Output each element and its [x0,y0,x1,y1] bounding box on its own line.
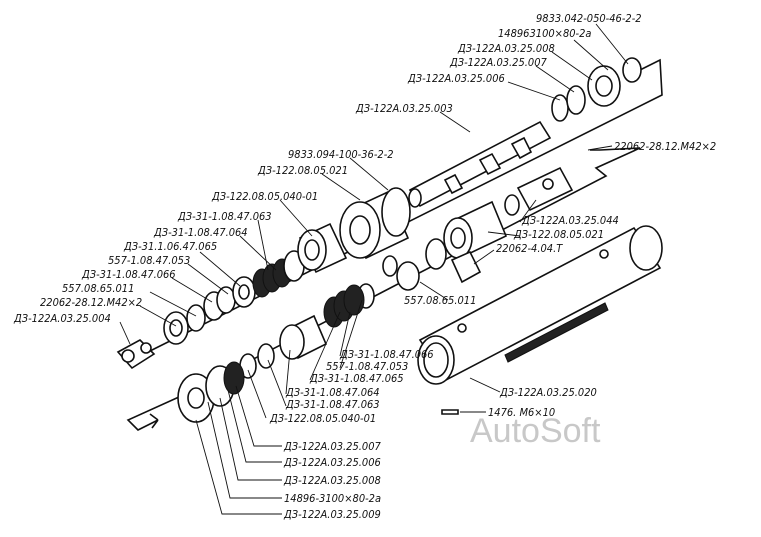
label-5: ДЗ-122А.03.25.006 [407,72,505,85]
lower-seal-rings [239,343,275,379]
label-17: 22062-28.12.М42×2 [40,296,142,309]
label-32: ДЗ-122А.03.25.006 [283,456,381,469]
piston [587,57,642,107]
label-16: 557.08.65.011 [62,282,134,295]
label-13: ДЗ-31.1.06.47.065 [123,240,217,253]
label-29: ДЗ-122А.03.25.020 [499,386,597,399]
label-3: ДЗ-122А.03.25.008 [457,42,555,55]
lock-nut-m42 [163,311,189,345]
label-10: ДЗ-122.08.05.040-01 [211,190,318,203]
seal-ring-group-1 [203,276,256,321]
part-labels: 9833.042-050-46-2-2 148963100×80-2а ДЗ-1… [13,12,716,521]
watermark: AutoSoft [470,412,601,450]
label-34: 14896-3100×80-2а [284,492,381,505]
label-15: ДЗ-31-1.08.47.066 [81,268,176,281]
label-26: ДЗ-31-1.08.47.064 [285,386,380,399]
label-19: ДЗ-122А.03.25.044 [521,214,619,227]
clevis-bracket [504,166,574,216]
label-6: ДЗ-122А.03.25.003 [355,102,453,115]
chevron-seal-stack-2 [323,284,365,328]
label-12: ДЗ-31-1.08.47.064 [153,226,248,239]
washer-557 [186,304,206,332]
label-23: ДЗ-31-1.08.47.066 [339,348,434,361]
rod-end-head [443,200,508,259]
guide-bushing [297,222,348,274]
label-7: 22062-28.12.М42×2 [614,140,716,153]
label-30: 1476. М6×10 [488,406,555,419]
label-21: 22062-4.04.Т [496,242,563,255]
chevron-seal-stack [252,250,305,298]
label-8: 9833.094-100-36-2-2 [288,148,394,161]
label-11: ДЗ-31-1.08.47.063 [177,210,272,223]
label-33: ДЗ-122А.03.25.008 [283,474,381,487]
label-2: 148963100×80-2а [498,27,591,40]
label-24: 557-1.08.47.053 [326,360,408,373]
label-22: 557.08.65.011 [404,294,476,307]
label-35: ДЗ-122А.03.25.009 [283,508,381,521]
label-4: ДЗ-122А.03.25.007 [449,56,547,69]
leader-lines [119,23,629,515]
bolt-m6 [441,409,459,415]
label-31: ДЗ-122А.03.25.007 [283,440,381,453]
rod-eye-end [116,339,156,370]
flow-arrow-bottom [126,391,191,431]
label-27: ДЗ-31-1.08.47.063 [285,398,380,411]
elbow-fitting [425,238,482,284]
label-25: ДЗ-31-1.08.47.065 [309,372,404,385]
piston-seal-rings [551,85,586,122]
piston-rod [408,120,552,208]
guide-bushing-2 [279,314,328,360]
label-28: ДЗ-122.08.05.040-01 [269,412,376,425]
label-14: 557-1.08.47.053 [108,254,190,267]
label-9: ДЗ-122.08.05.021 [257,164,348,177]
label-1: 9833.042-050-46-2-2 [536,12,642,25]
label-18: ДЗ-122А.03.25.004 [13,312,111,325]
label-20: ДЗ-122.08.05.021 [513,228,604,241]
cylinder-tube [417,225,663,385]
cylinder-head [339,187,411,260]
end-cap-assembly [177,361,245,423]
